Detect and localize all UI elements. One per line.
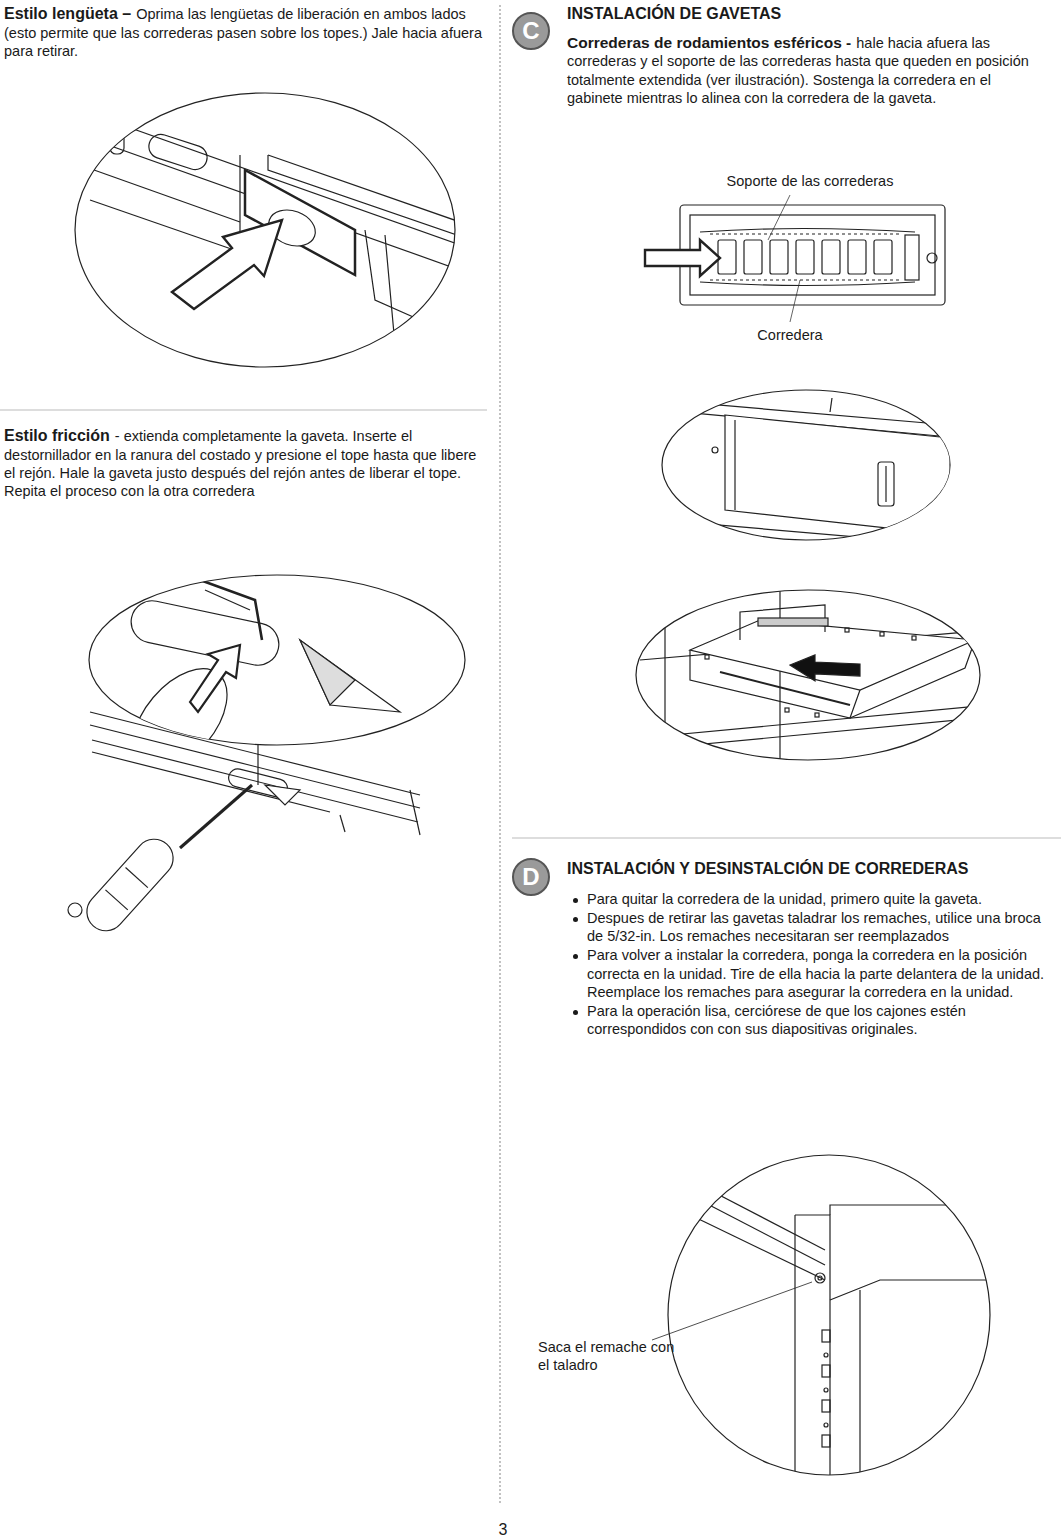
rivet-removal	[652, 1155, 990, 1480]
bullet-item: Despues de retirar las gavetas taladrar …	[567, 909, 1058, 945]
callout-label: Saca el remache con el taladro	[538, 1339, 674, 1373]
drawer-install	[636, 590, 990, 760]
text-block: Estilo lengüeta –Oprima las lengüetas de…	[4, 4, 488, 60]
bullet-item: Para quitar la corredera de la unidad, p…	[567, 890, 1058, 908]
section-letter: C	[522, 19, 539, 43]
text-block: Corredera	[700, 326, 880, 344]
text-block: Correderas de rodamientos esféricos -hal…	[567, 33, 1047, 107]
friction-release-illustration	[68, 575, 465, 939]
divider	[499, 5, 500, 1505]
divider	[0, 409, 487, 410]
instruction-paragraph: Correderas de rodamientos esféricos -	[567, 34, 851, 51]
text-block: INSTALACIÓN DE GAVETAS	[567, 4, 1047, 24]
bullet-item: Para volver a instalar la corredera, pon…	[567, 946, 1058, 1000]
section-heading: INSTALACIÓN DE GAVETAS	[567, 5, 781, 22]
instruction-paragraph: Estilo fricción	[4, 427, 110, 444]
bullet-item: Para la operación lisa, cerciórese de qu…	[567, 1002, 1058, 1038]
section-heading: INSTALACIÓN Y DESINSTALCIÓN DE CORREDERA…	[567, 860, 969, 877]
section-badge: C	[512, 12, 550, 50]
ball-bearing-slide	[645, 195, 945, 322]
section-letter: D	[522, 865, 539, 889]
text-block: 3	[480, 1520, 526, 1538]
part-label: Soporte de las correderas	[727, 173, 894, 189]
tab-release-illustration	[75, 93, 460, 367]
instruction-paragraph: Estilo lengüeta –	[4, 5, 131, 22]
text-block: Para quitar la corredera de la unidad, p…	[567, 890, 1058, 1039]
text-block: Saca el remache con el taladro	[538, 1338, 678, 1374]
divider	[512, 837, 1061, 838]
text-block: Estilo fricción- extienda completamente …	[4, 426, 488, 500]
text-block: INSTALACIÓN Y DESINSTALCIÓN DE CORREDERA…	[567, 859, 1057, 879]
slide-detail	[660, 390, 950, 555]
section-badge: D	[512, 858, 550, 896]
part-label: Corredera	[757, 327, 822, 343]
text-block: Soporte de las correderas	[660, 172, 960, 190]
page-number: 3	[499, 1521, 508, 1538]
